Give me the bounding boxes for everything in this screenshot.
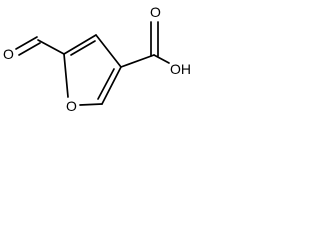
- bonds: [15, 21, 170, 106]
- atom-labels: O O OH O: [3, 4, 191, 114]
- carboxyl-hydroxyl-bond: [153, 54, 170, 64]
- aldehyde-double-bond-a: [15, 36, 38, 50]
- chemical-structure: O O OH O: [3, 4, 191, 114]
- carbonyl-oxygen-label: O: [3, 46, 14, 62]
- ring-double-bond-c5-c4: [70, 40, 96, 56]
- ring-bond-c4-c3: [95, 34, 122, 68]
- aldehyde-to-ring-bond: [37, 39, 65, 55]
- hydroxyl-label: OH: [170, 61, 191, 77]
- ring-oxygen-label: O: [66, 98, 77, 114]
- ring-bond-c3-c2: [101, 66, 122, 105]
- aldehyde-double-bond-b: [18, 42, 41, 56]
- ring-bond-o-c5: [63, 53, 69, 98]
- ring-bond-c2-o: [79, 103, 103, 106]
- acid-oxygen-label: O: [150, 4, 161, 20]
- ring-bond-c5-c4: [63, 34, 97, 55]
- ring-double-bond-c3-c2: [97, 68, 115, 100]
- ring-to-carboxyl-bond: [120, 54, 155, 68]
